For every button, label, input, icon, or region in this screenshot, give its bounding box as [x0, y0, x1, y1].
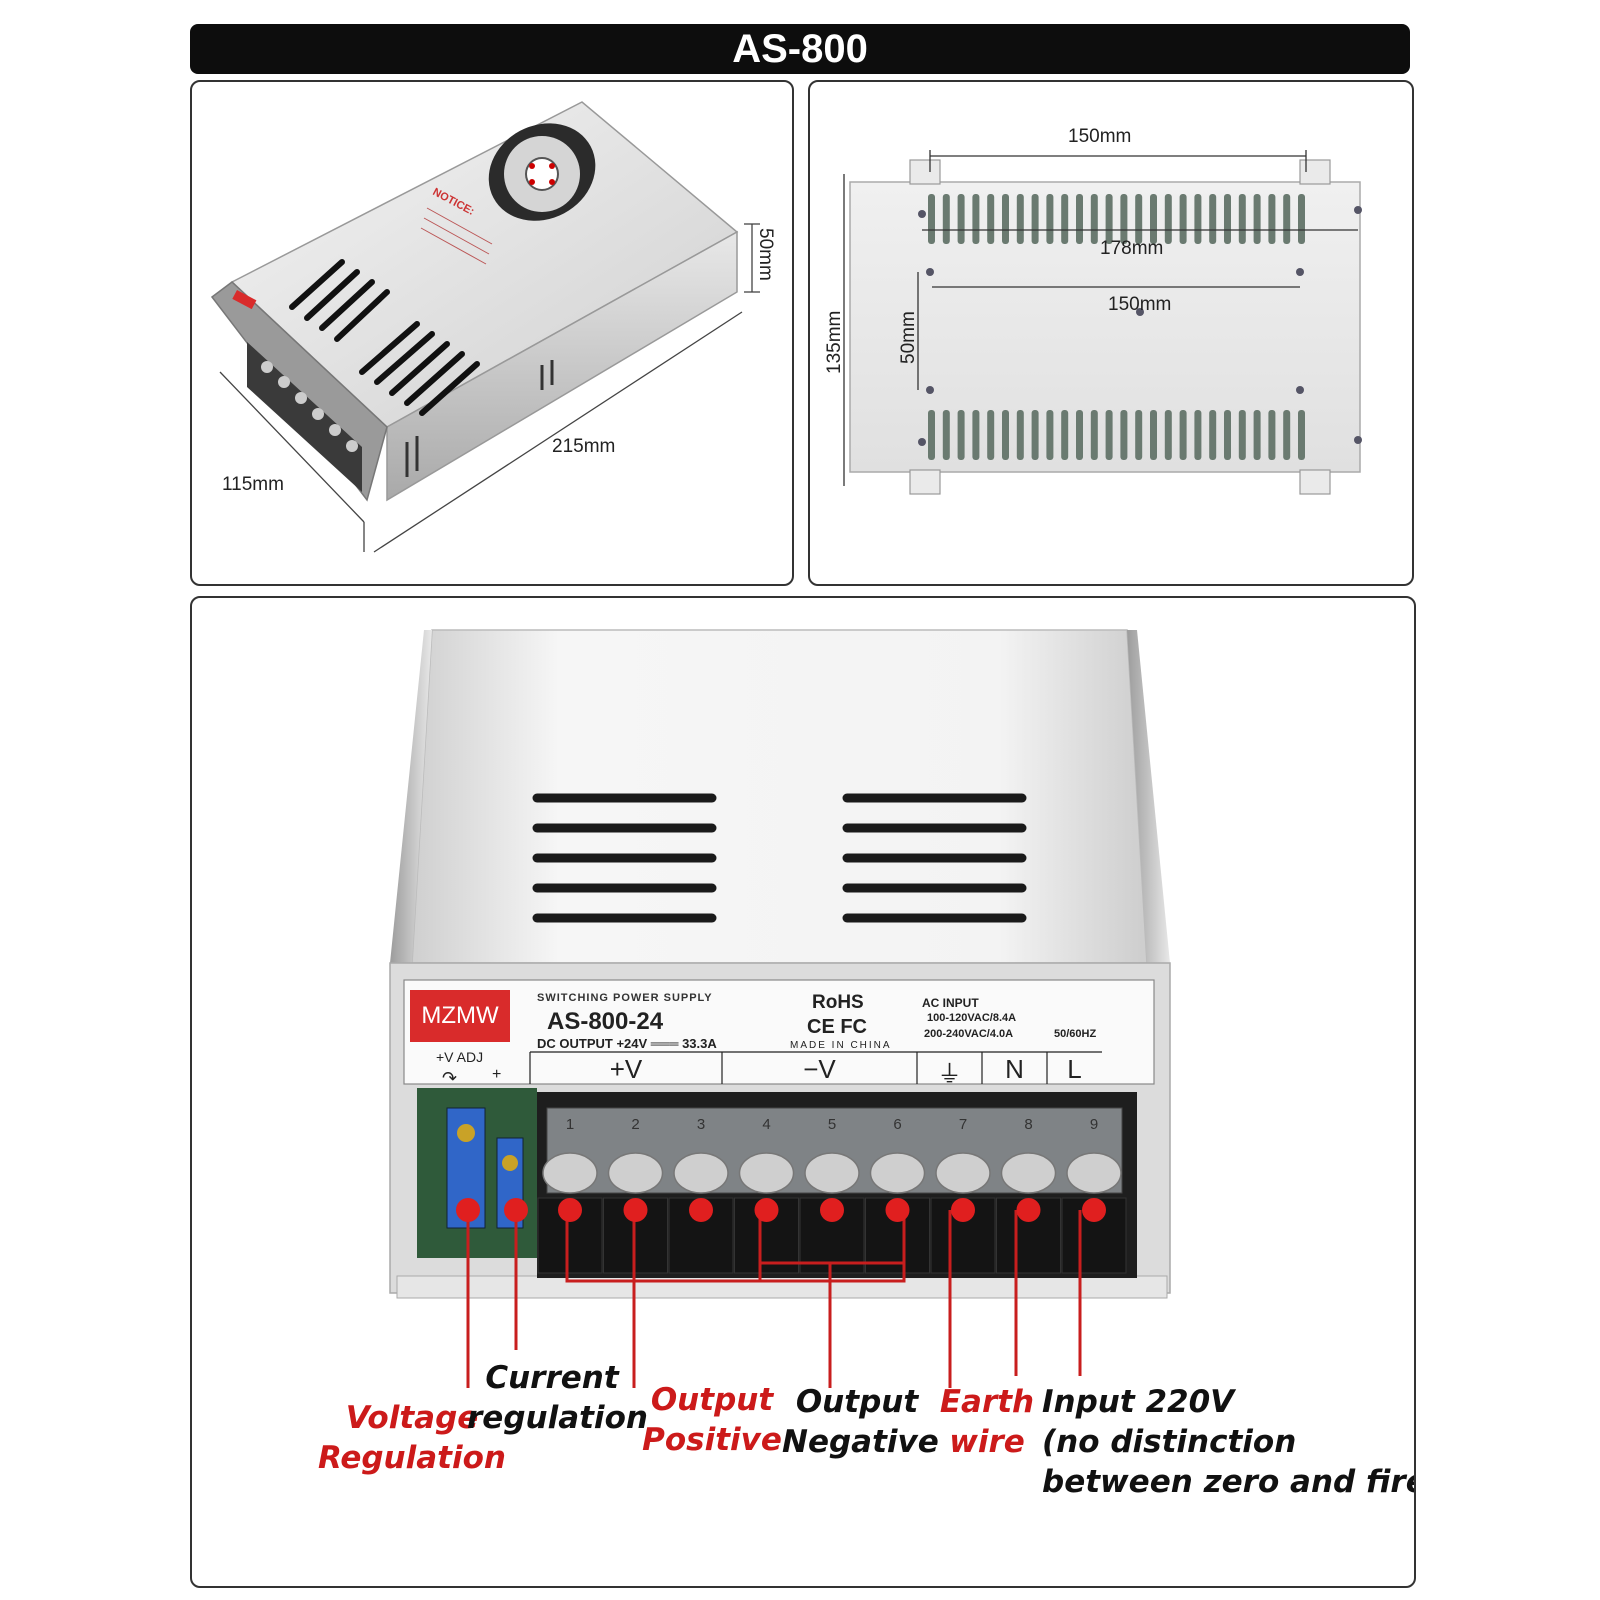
fan-icon [488, 123, 596, 221]
page-title: AS-800 [190, 24, 1410, 74]
notice-text-lines [420, 207, 493, 265]
front-lip [396, 1275, 1168, 1299]
callout-dots [456, 1198, 528, 1222]
brand-logo: MZMW [421, 1002, 499, 1029]
callout-earth-wire: Earth wire [932, 1382, 1042, 1462]
terminal-number-2: 2 [631, 1116, 640, 1133]
callout-outpos-line2: Positive [642, 1422, 782, 1458]
dc-output-row: DC OUTPUT +24V ═══ 33.3A [537, 1036, 717, 1051]
dim-135-label: 135mm [824, 311, 845, 374]
callout-voltage-regulation: Voltage Regulation [307, 1398, 517, 1478]
callout-outneg-line2: Negative [782, 1424, 939, 1460]
terminal-number-3: 3 [696, 1116, 706, 1133]
dimension-lines [219, 223, 760, 553]
terminal-label-neutral: N [1005, 1054, 1024, 1084]
callout-output-positive: Output Positive [642, 1380, 782, 1460]
callout-current-line2: regulation [467, 1400, 648, 1436]
current-pot-screw [502, 1155, 518, 1171]
ac-input-title: AC INPUT [922, 996, 979, 1010]
ac-input-line2: 200-240VAC/4.0A [924, 1028, 1014, 1040]
terminal-number-6: 6 [893, 1116, 902, 1133]
vent-slots-top [928, 194, 1305, 244]
callout-output-negative: Output Negative [782, 1382, 939, 1462]
brand-logo-box [410, 990, 510, 1042]
callout-earth-line1: Earth [939, 1384, 1035, 1420]
dc-output: DC OUTPUT +24V [537, 1036, 648, 1051]
cert-marks: CE FC [807, 1016, 867, 1038]
terminal-number-1: 1 [565, 1116, 575, 1133]
dim-150-top-label: 150mm [1068, 126, 1131, 147]
dim-178-label: 178mm [1100, 238, 1163, 259]
dim-150-inner-label: 150mm [1108, 294, 1171, 315]
top-vents [289, 259, 480, 416]
mounting-plate-drawing: 150mm 178mm 150mm 50mm 135mm [824, 126, 1362, 495]
terminal-view-drawing [389, 629, 1171, 1388]
callout-current-regulation: Current regulation [467, 1358, 648, 1438]
voltage-adj-sign: + [492, 1066, 502, 1083]
terminal-number-7: 7 [958, 1116, 968, 1133]
product-type: SWITCHING POWER SUPPLY [537, 992, 713, 1004]
callout-earth-line2: wire [949, 1424, 1025, 1460]
screw-holes [918, 206, 1362, 446]
callout-lines [466, 1210, 1082, 1388]
callout-outneg-line1: Output [795, 1384, 919, 1420]
dc-symbol: ═══ [650, 1036, 679, 1051]
top-vent-slots [532, 793, 1027, 923]
terminal-number-4: 4 [762, 1116, 771, 1133]
terminal-number-9: 9 [1089, 1116, 1099, 1133]
terminal-screws [261, 361, 358, 452]
callout-input-line2: (no distinction [1042, 1424, 1297, 1460]
rohs-mark: RoHS [812, 992, 864, 1013]
vent-slots-bottom [928, 410, 1305, 460]
terminal-label-negative: −V [803, 1054, 836, 1084]
case-top [411, 629, 1148, 964]
voltage-pot-screw [457, 1124, 475, 1142]
adj-arrow-icon: ↷ [442, 1068, 458, 1089]
callout-input-line1: Input 220V [1042, 1384, 1235, 1420]
side-slots [405, 360, 554, 477]
terminal-number-5: 5 [827, 1116, 837, 1133]
label-plate [403, 979, 1155, 1085]
callout-input-line3: between zero and fire) [1042, 1464, 1416, 1500]
voltage-adj-label: +V ADJ [436, 1049, 484, 1065]
plate-dimension-lines [843, 150, 1358, 486]
terminal-label-positive: +V [609, 1054, 643, 1084]
model-number: AS-800-24 [547, 1008, 664, 1035]
callout-outpos-line1: Output [650, 1382, 774, 1418]
made-in: MADE IN CHINA [790, 1040, 892, 1051]
case-left-side [390, 630, 432, 963]
case-front-face [386, 230, 738, 502]
dim-width-label: 115mm [222, 474, 284, 495]
mounting-plate-panel: 150mm 178mm 150mm 50mm 135mm [808, 80, 1414, 586]
ground-icon: ⏚ [937, 1060, 962, 1088]
dim-50-label: 50mm [898, 311, 919, 364]
ac-input-line1: 100-120VAC/8.4A [927, 1012, 1017, 1024]
callout-current-line1: Current [485, 1360, 619, 1396]
callout-voltage-line2: Regulation [318, 1440, 506, 1476]
product-isometric-drawing: NOTICE: 215mm 115mm 50mm [210, 101, 776, 553]
callout-voltage-line1: Voltage [345, 1400, 479, 1436]
mounting-tabs [909, 159, 1331, 495]
terminal-number-8: 8 [1024, 1116, 1033, 1133]
terminal-view-panel: MZMW SWITCHING POWER SUPPLY AS-800-24 DC… [190, 596, 1416, 1588]
terminal-block [247, 342, 362, 492]
ac-frequency: 50/60HZ [1054, 1028, 1097, 1040]
callout-input-220v: Input 220V (no distinction between zero … [1042, 1382, 1416, 1502]
case-right-side [1127, 630, 1170, 963]
product-isometric-panel: NOTICE: 215mm 115mm 50mm [190, 80, 794, 586]
terminal-label-line: L [1067, 1054, 1082, 1084]
dim-height-label: 50mm [755, 228, 776, 281]
dc-current: 33.3A [682, 1036, 717, 1051]
dim-length-label: 215mm [552, 436, 615, 457]
